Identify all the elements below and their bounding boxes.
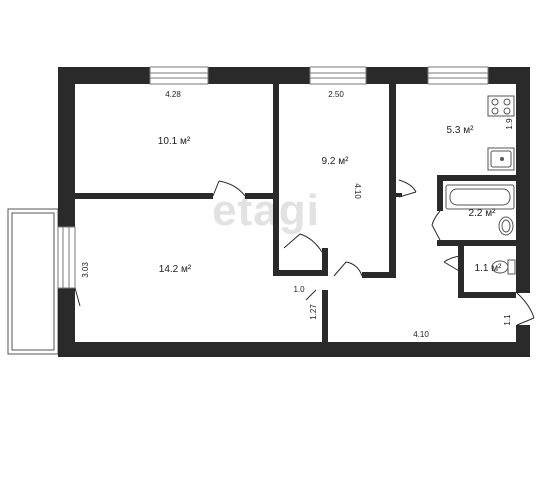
- room-labels: 10.1 м² 9.2 м² 5.3 м² 2.2 м² 1.1 м² 14.2…: [158, 125, 502, 275]
- dim-kitchen-side: 1.9: [505, 118, 514, 130]
- kitchen-sink-icon: [487, 147, 515, 171]
- bath-sink-icon: [498, 216, 514, 236]
- fixtures: [445, 95, 516, 275]
- room-3-area: 14.2 м²: [159, 264, 192, 275]
- dimension-labels: 4.28 2.50 4.10 1.9 3.03 1.0 1.27 4.10 1.…: [81, 90, 514, 339]
- bathroom-area: 2.2 м²: [469, 208, 497, 219]
- room-2-area: 9.2 м²: [322, 156, 350, 167]
- windows: [57, 66, 489, 289]
- dim-room1-width: 4.28: [165, 90, 181, 99]
- dim-closet-depth: 1.27: [309, 304, 318, 320]
- toilet-bowl-icon: [491, 260, 509, 274]
- bathtub-icon: [445, 184, 515, 210]
- dim-room2-width: 2.50: [328, 90, 344, 99]
- room-1-area: 10.1 м²: [158, 136, 191, 147]
- doors: [74, 179, 535, 326]
- dim-room2-length: 4.10: [353, 183, 362, 199]
- stove-icon: [487, 95, 515, 117]
- toilet-area: 1.1 м²: [475, 263, 503, 274]
- dim-entrance-side: 1.1: [503, 314, 512, 326]
- toilet-tank-icon: [507, 259, 516, 275]
- kitchen-area: 5.3 м²: [447, 125, 475, 136]
- balcony: [7, 208, 59, 355]
- dim-room3-side: 3.03: [81, 262, 90, 278]
- dim-hall-length: 4.10: [413, 330, 429, 339]
- dim-closet-width: 1.0: [293, 285, 305, 294]
